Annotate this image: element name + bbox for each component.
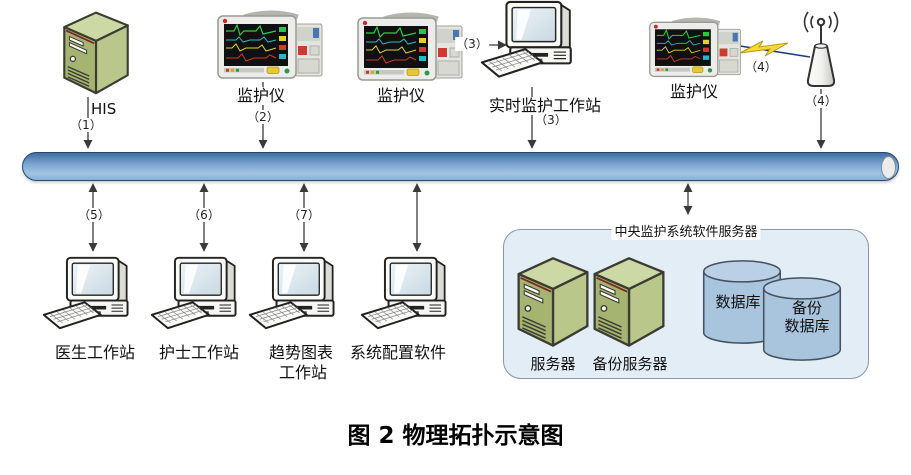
- patient-monitor-icon: [648, 17, 744, 80]
- backup-server-label: 备份服务器: [592, 355, 668, 373]
- lightning-bolt-icon: [739, 40, 789, 57]
- link-number-label-6: （6）: [187, 208, 221, 223]
- server-tower-icon: [590, 245, 668, 357]
- realtime-workstation-label: 实时监护工作站: [486, 96, 604, 116]
- link-number-label-2: （2）: [246, 110, 280, 125]
- link-number-label-4a: （4）: [804, 94, 838, 109]
- backup-database-label-line1: 备份: [791, 299, 823, 317]
- server-label: 服务器: [530, 355, 576, 373]
- antenna-icon: [799, 9, 843, 89]
- desktop-computer-icon: [150, 254, 248, 340]
- figure-caption: 图 2 物理拓扑示意图: [347, 423, 564, 449]
- bus-end-cap-icon: [881, 155, 896, 179]
- monitor-a-label: 监护仪: [234, 86, 288, 106]
- doctor-workstation-label: 医生工作站: [52, 343, 138, 363]
- monitor-c-label: 监护仪: [667, 82, 721, 102]
- patient-monitor-icon: [356, 12, 466, 84]
- link-number-label-7: （7）: [287, 208, 321, 223]
- link-number-label-3h: （3）: [455, 37, 489, 52]
- patient-monitor-icon: [216, 10, 326, 82]
- backup-database-label-line2: 数据库: [784, 317, 830, 335]
- monitor-b-label: 监护仪: [374, 86, 428, 106]
- network-bus: [22, 152, 899, 181]
- trend-workstation-label-line2: 工作站: [276, 363, 330, 383]
- desktop-computer-icon: [480, 0, 584, 87]
- server-group-title: 中央监护系统软件服务器: [611, 221, 761, 240]
- link-number-label-3v: （3）: [534, 113, 568, 128]
- link-number-label-5: （5）: [77, 208, 111, 223]
- link-number-label-4w: （4）: [744, 60, 778, 75]
- his-label: HIS: [89, 100, 119, 119]
- desktop-computer-icon: [248, 254, 346, 340]
- config-workstation-label: 系统配置软件: [347, 343, 449, 363]
- desktop-computer-icon: [360, 254, 458, 340]
- nurse-workstation-label: 护士工作站: [156, 343, 242, 363]
- database-label: 数据库: [715, 293, 761, 311]
- server-tower-icon: [514, 245, 592, 357]
- trend-workstation-label-line1: 趋势图表: [266, 343, 336, 363]
- link-number-label-1: （1）: [69, 118, 103, 133]
- desktop-computer-icon: [42, 254, 140, 340]
- server-tower-icon: [60, 7, 132, 97]
